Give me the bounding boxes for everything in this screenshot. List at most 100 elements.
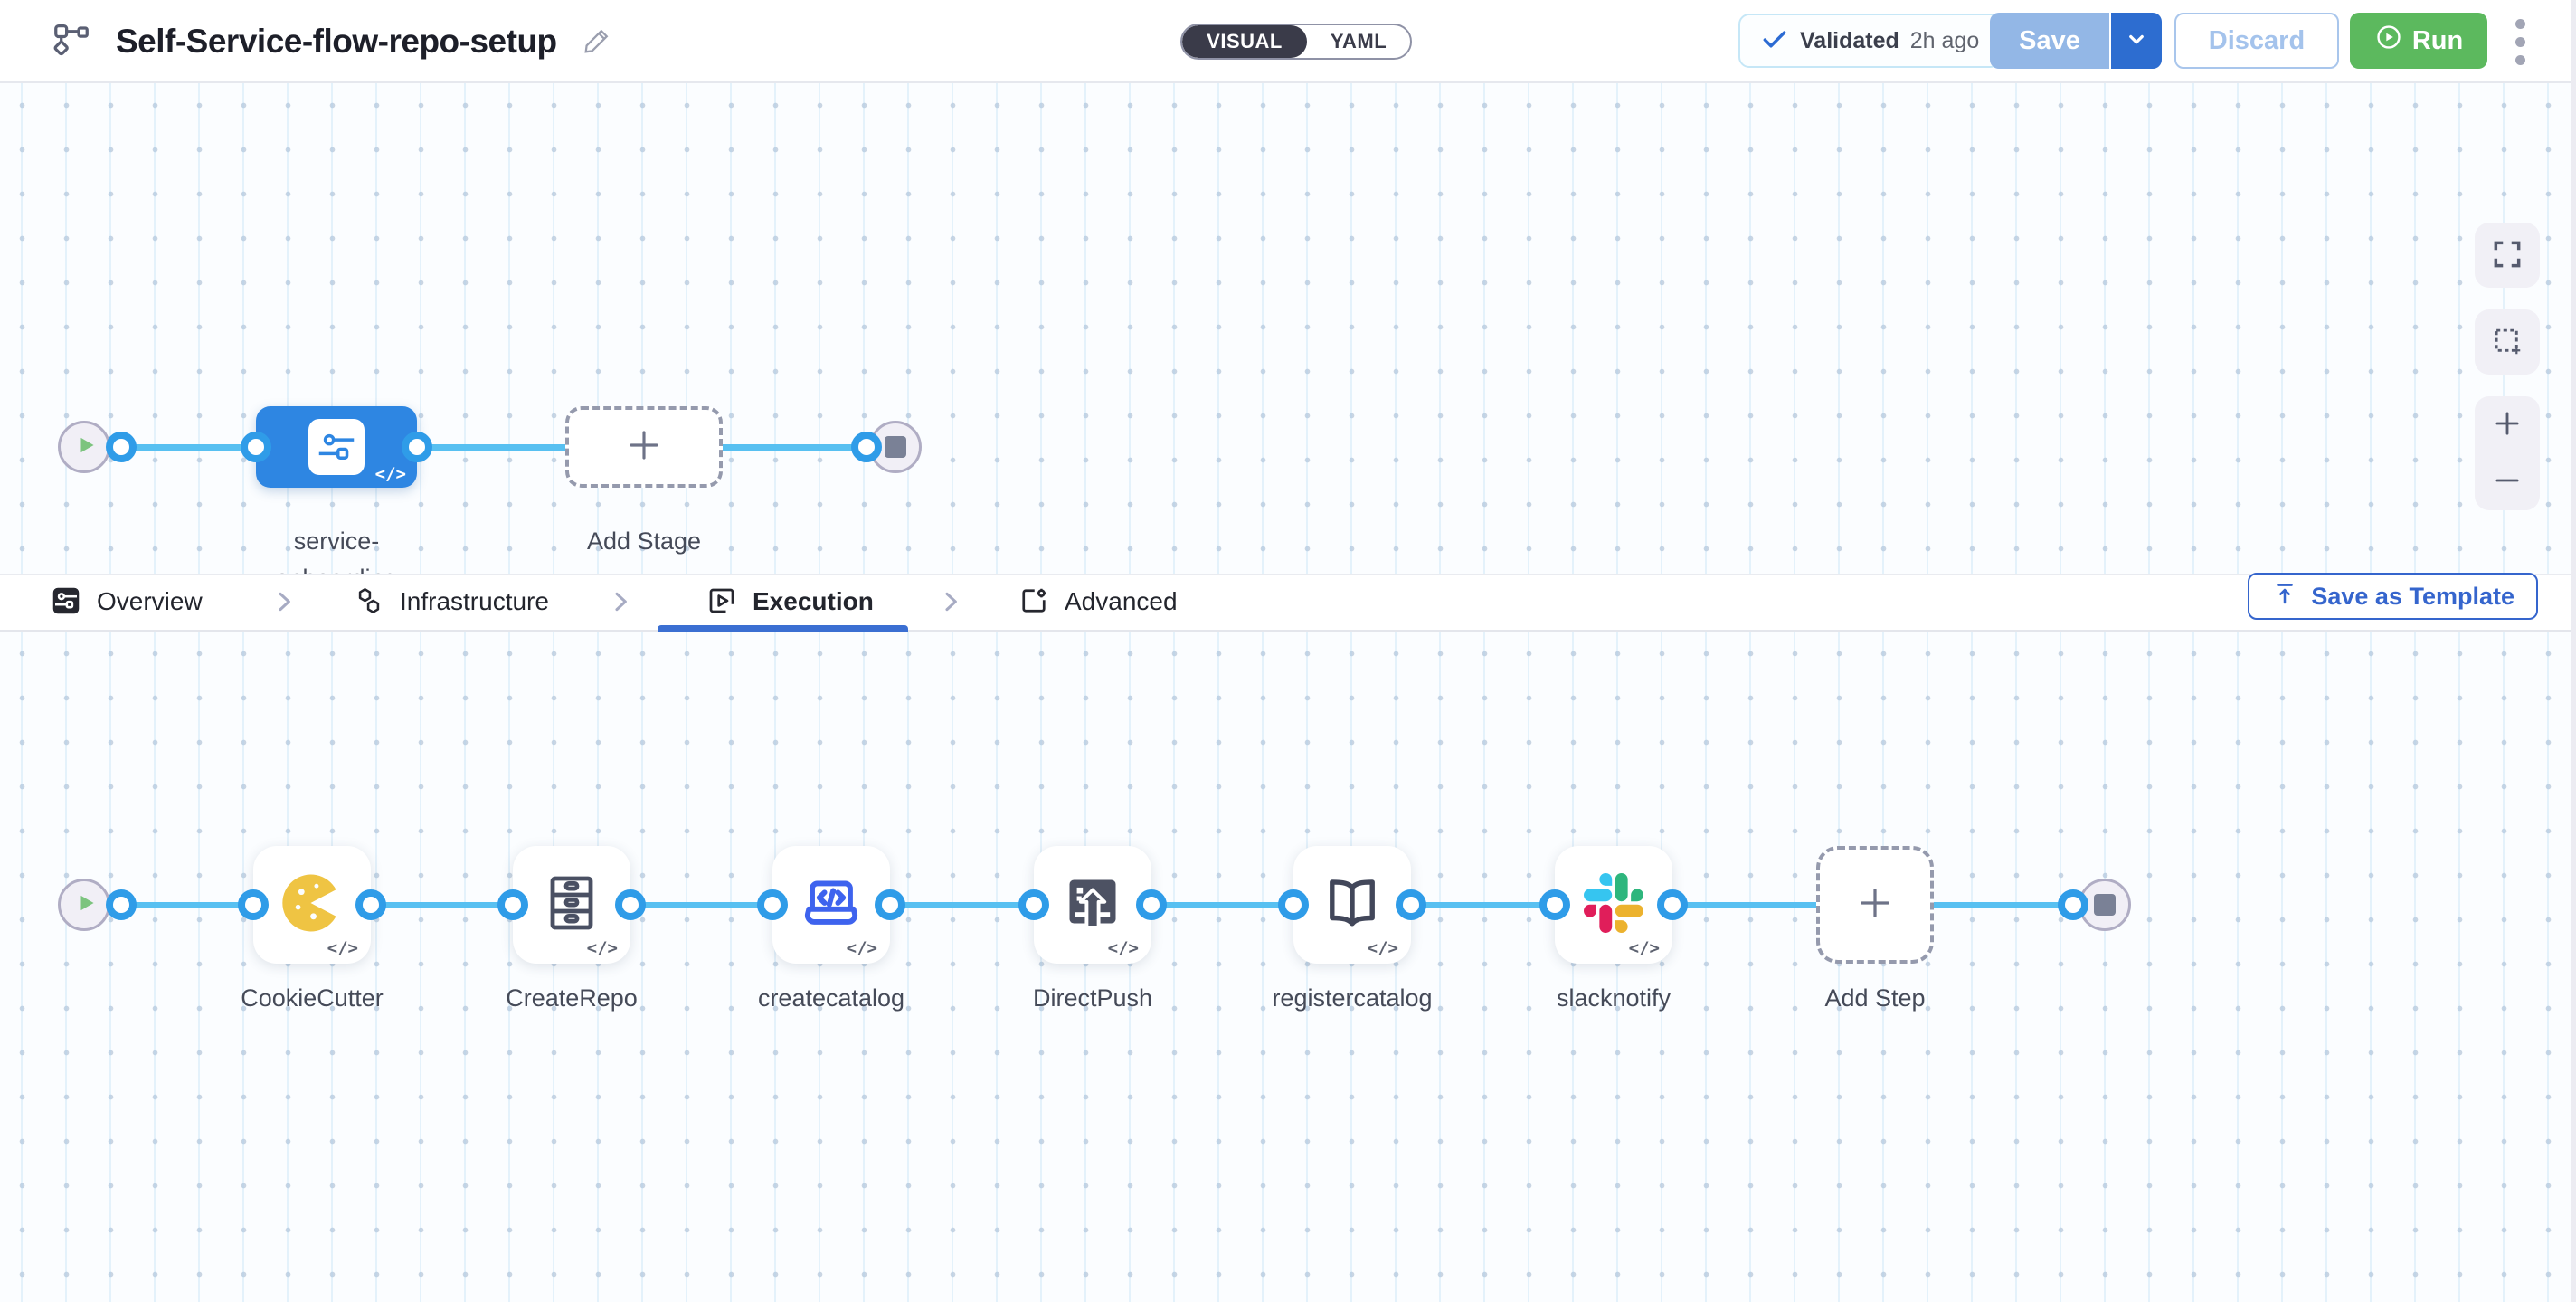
save-button[interactable]: Save <box>1990 13 2111 69</box>
connector-port[interactable] <box>106 432 137 462</box>
step-node-slacknotify[interactable]: </> <box>1555 846 1672 964</box>
chevron-right-icon <box>606 587 635 616</box>
more-options-button[interactable] <box>2502 0 2538 83</box>
run-button[interactable]: Run <box>2350 13 2487 69</box>
step-node-cookiecutter[interactable]: </> <box>253 846 371 964</box>
check-icon <box>1760 24 1789 58</box>
code-badge: </> <box>374 464 406 484</box>
connector-port[interactable] <box>2058 889 2088 920</box>
add-step-label: Add Step <box>1824 984 1926 1012</box>
code-badge: </> <box>846 938 877 958</box>
pipeline-start-node <box>58 421 110 473</box>
overview-icon <box>50 584 82 620</box>
stage-node-service-onboarding[interactable]: </> <box>256 406 417 488</box>
kebab-dot <box>2514 18 2525 29</box>
discard-button[interactable]: Discard <box>2174 13 2339 69</box>
connector-port[interactable] <box>355 889 386 920</box>
step-label: createcatalog <box>757 984 905 1012</box>
connector-port[interactable] <box>1539 889 1570 920</box>
connector-port[interactable] <box>615 889 646 920</box>
connector-port[interactable] <box>1278 889 1309 920</box>
connector-port[interactable] <box>402 432 432 462</box>
plus-icon <box>625 426 663 469</box>
toggle-yaml[interactable]: YAML <box>1330 30 1387 52</box>
marquee-select-icon <box>2490 324 2524 361</box>
step-label: slacknotify <box>1556 984 1672 1012</box>
connector-port[interactable] <box>1657 889 1688 920</box>
tab-advanced[interactable]: Advanced <box>1018 582 1178 622</box>
add-stage-label: Add Stage <box>586 527 702 555</box>
tab-infrastructure[interactable]: Infrastructure <box>353 582 549 622</box>
code-badge: </> <box>1107 938 1139 958</box>
execution-canvas[interactable]: </> </> </> <box>0 632 2571 1302</box>
toggle-visual[interactable]: VISUAL <box>1182 25 1307 58</box>
connector-port[interactable] <box>757 889 788 920</box>
stage-icon <box>308 419 365 475</box>
createcatalog-icon <box>798 870 865 941</box>
code-badge: </> <box>1628 938 1660 958</box>
tab-label: Execution <box>753 587 874 615</box>
pencil-icon <box>581 24 613 60</box>
play-icon <box>75 891 99 919</box>
fullscreen-icon <box>2490 237 2524 274</box>
save-options-button[interactable] <box>2111 13 2162 69</box>
code-badge: </> <box>1367 938 1398 958</box>
step-label: CreateRepo <box>506 984 638 1012</box>
plus-icon <box>1854 882 1896 928</box>
zoom-controls <box>2475 396 2540 510</box>
connector-port[interactable] <box>1018 889 1049 920</box>
advanced-icon <box>1018 584 1050 620</box>
directpush-icon <box>1060 870 1125 940</box>
connector-port[interactable] <box>1396 889 1426 920</box>
save-as-template-button[interactable]: Save as Template <box>2248 573 2538 620</box>
execution-icon <box>706 584 738 620</box>
edit-title-button[interactable] <box>581 24 613 60</box>
connector-port[interactable] <box>106 889 137 920</box>
chevron-right-icon <box>270 587 298 616</box>
kebab-dot <box>2514 54 2525 65</box>
stage-config-tabbar: Overview Infrastructure <box>0 573 2571 632</box>
play-icon <box>75 433 99 461</box>
tab-label: Infrastructure <box>400 587 549 615</box>
header: Self-Service-flow-repo-setup VISUAL YAML… <box>0 0 2571 83</box>
tab-overview[interactable]: Overview <box>50 582 203 622</box>
connector-port[interactable] <box>1136 889 1167 920</box>
run-play-icon <box>2374 23 2403 59</box>
plus-icon <box>2490 406 2524 443</box>
zoom-out-button[interactable] <box>2475 453 2540 510</box>
execution-start-node <box>58 879 110 931</box>
slack-icon <box>1584 872 1643 937</box>
step-node-createrepo[interactable]: </> <box>513 846 630 964</box>
tab-label: Overview <box>97 587 203 615</box>
connector-port[interactable] <box>875 889 905 920</box>
fullscreen-button[interactable] <box>2475 223 2540 288</box>
cookiecutter-icon <box>279 870 346 941</box>
pipeline-title: Self-Service-flow-repo-setup <box>116 23 557 60</box>
code-badge: </> <box>586 938 618 958</box>
tab-execution[interactable]: Execution <box>706 582 874 622</box>
connector-port[interactable] <box>241 432 271 462</box>
save-as-template-label: Save as Template <box>2311 582 2514 610</box>
step-label: CookieCutter <box>241 984 384 1012</box>
validated-badge: Validated 2h ago <box>1738 14 2002 68</box>
tab-label: Advanced <box>1065 587 1178 615</box>
code-badge: </> <box>327 938 358 958</box>
marquee-select-button[interactable] <box>2475 309 2540 375</box>
kebab-dot <box>2514 36 2525 47</box>
step-node-createcatalog[interactable]: </> <box>772 846 890 964</box>
step-node-registercatalog[interactable]: </> <box>1293 846 1411 964</box>
connector-port[interactable] <box>497 889 528 920</box>
step-node-directpush[interactable]: </> <box>1034 846 1151 964</box>
minus-icon <box>2490 463 2524 500</box>
validated-label: Validated <box>1800 27 1899 53</box>
stage-canvas[interactable]: </> service-onboarding Add Stage <box>0 83 2571 592</box>
add-step-button[interactable] <box>1816 846 1934 964</box>
connector-port[interactable] <box>851 432 882 462</box>
pipeline-title-group: Self-Service-flow-repo-setup <box>51 0 613 83</box>
pipeline-icon <box>51 19 92 65</box>
add-stage-button[interactable] <box>565 406 723 488</box>
zoom-in-button[interactable] <box>2475 396 2540 453</box>
connector-port[interactable] <box>238 889 269 920</box>
connector-edge <box>84 444 873 451</box>
